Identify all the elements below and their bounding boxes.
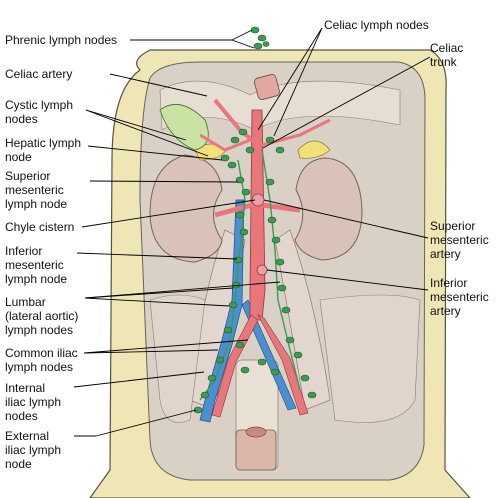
inferior-vena-cava (199, 199, 245, 423)
label-chyle-cistern: Chyle cistern (5, 220, 75, 234)
right-kidney (294, 157, 363, 261)
left-iliacus (149, 294, 206, 423)
left-renal-artery (214, 202, 253, 218)
label-superior-mesenteric-lymph-node: Superior mesenteric lymph node (5, 169, 68, 211)
inferior-mesenteric-artery-stump (256, 264, 268, 276)
left-kidney (149, 154, 223, 263)
label-celiac-artery: Celiac artery (5, 67, 73, 81)
rectum (245, 426, 267, 438)
label-hepatic-lymph-node: Hepatic lymph node (5, 136, 82, 164)
label-common-iliac-lymph-nodes: Common iliac lymph nodes (5, 346, 78, 374)
label-inferior-mesenteric-artery: Inferior mesenteric artery (430, 276, 489, 318)
label-superior-mesenteric-artery: Superior mesenteric artery (430, 219, 489, 261)
label-phrenic-lymph-nodes: Phrenic lymph nodes (5, 33, 118, 47)
lymph-nodes (193, 26, 317, 414)
label-celiac-lymph-nodes: Celiac lymph nodes (324, 18, 429, 32)
label-inferior-mesenteric-lymph-node: Inferior mesenteric lymph node (5, 244, 68, 286)
label-celiac-trunk: Celiac trunk (430, 41, 464, 69)
label-external-iliac-lymph-node: External iliac lymph node (5, 429, 62, 471)
right-common-iliac-vein (241, 299, 297, 411)
right-renal-artery (261, 202, 301, 213)
label-lumbar-lymph-nodes: Lumbar (lateral aortic) lymph nodes (5, 295, 79, 337)
right-iliacus (319, 294, 421, 423)
esophagus-cut (254, 74, 280, 100)
label-internal-iliac-lymph-nodes: Internal iliac lymph nodes (5, 381, 62, 423)
right-common-iliac-artery (257, 314, 309, 416)
leader-lines (73, 27, 431, 437)
right-adrenal-gland (297, 140, 331, 159)
diaphragm (159, 80, 401, 131)
label-cystic-lymph-nodes: Cystic lymph nodes (5, 98, 74, 126)
hepatic-artery (199, 133, 251, 152)
